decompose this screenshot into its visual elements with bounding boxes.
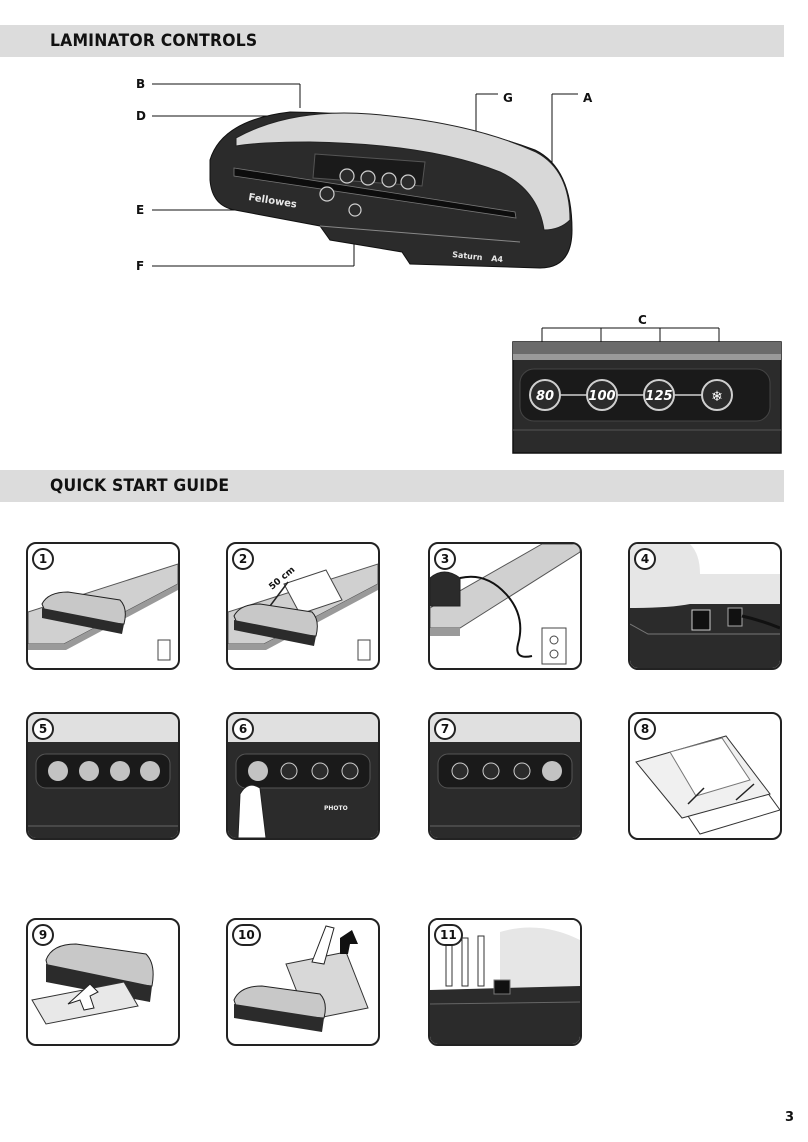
step-5-panel: 5 bbox=[26, 712, 180, 840]
step-3-panel: 3 bbox=[428, 542, 582, 670]
step-6-photo-label: PHOTO bbox=[324, 805, 348, 812]
callout-g: G bbox=[503, 91, 513, 105]
step-2-panel: 50 cm 2 bbox=[226, 542, 380, 670]
callout-b: B bbox=[136, 77, 146, 91]
step-8-panel: 8 bbox=[628, 712, 782, 840]
page-number: 3 bbox=[784, 1110, 794, 1125]
step-8-badge: 8 bbox=[634, 718, 656, 740]
step-9-panel: 9 bbox=[26, 918, 180, 1046]
step-1-badge: 1 bbox=[32, 548, 54, 570]
step-2-badge: 2 bbox=[232, 548, 254, 570]
laminator-illustration: Fellowes Saturn A4 bbox=[152, 83, 578, 269]
quickstart-section-title: QUICK START GUIDE bbox=[50, 476, 230, 496]
temp-button-125-label: 125 bbox=[645, 389, 672, 404]
step-11-panel: 11 bbox=[428, 918, 582, 1046]
step-10-panel: 10 bbox=[226, 918, 380, 1046]
device-model: Saturn bbox=[452, 250, 483, 262]
step-11-badge: 11 bbox=[434, 924, 463, 946]
control-panel-closeup: 80 100 125 ❄ bbox=[512, 327, 782, 454]
controls-section-bar: LAMINATOR CONTROLS bbox=[0, 25, 784, 57]
controls-section-title: LAMINATOR CONTROLS bbox=[50, 31, 258, 51]
step-4-panel: 4 bbox=[628, 542, 782, 670]
quickstart-section-bar: QUICK START GUIDE bbox=[0, 470, 784, 502]
cold-button-snowflake-icon: ❄ bbox=[711, 389, 723, 405]
step-5-badge: 5 bbox=[32, 718, 54, 740]
step-9-badge: 9 bbox=[32, 924, 54, 946]
callout-e: E bbox=[136, 203, 145, 217]
callout-d: D bbox=[136, 109, 146, 123]
step-7-badge: 7 bbox=[434, 718, 456, 740]
step-10-badge: 10 bbox=[232, 924, 261, 946]
temp-button-100-label: 100 bbox=[588, 389, 615, 404]
callout-c: C bbox=[638, 313, 647, 327]
step-4-badge: 4 bbox=[634, 548, 656, 570]
temp-button-80-label: 80 bbox=[536, 389, 554, 404]
step-7-panel: 7 bbox=[428, 712, 582, 840]
callout-f: F bbox=[136, 259, 145, 273]
callout-a: A bbox=[583, 91, 593, 105]
device-model-suffix: A4 bbox=[491, 254, 504, 264]
step-6-badge: 6 bbox=[232, 718, 254, 740]
step-1-panel: 1 bbox=[26, 542, 180, 670]
step-3-badge: 3 bbox=[434, 548, 456, 570]
step-6-panel: PHOTO 6 bbox=[226, 712, 380, 840]
